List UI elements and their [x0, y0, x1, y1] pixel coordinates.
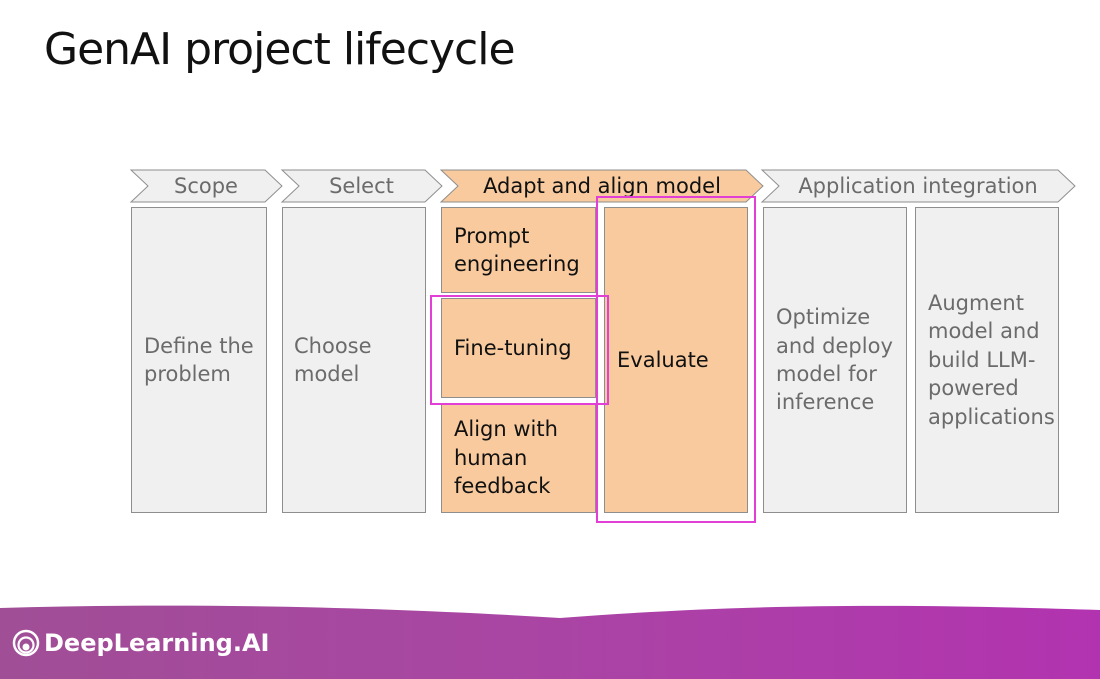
align-human-feedback-text: Align with human feedback	[454, 417, 558, 499]
stage-integration-label: Application integration	[798, 174, 1038, 198]
box-optimize-deploy: Optimize and deploy model for inference	[763, 207, 907, 513]
evaluate-text: Evaluate	[617, 347, 709, 372]
box-prompt-engineering: Prompt engineering	[441, 207, 596, 293]
slide-title: GenAI project lifecycle	[44, 24, 516, 75]
prompt-engineering-text: Prompt engineering	[454, 223, 580, 276]
define-problem-text: Define the problem	[144, 333, 254, 386]
optimize-deploy-text: Optimize and deploy model for inference	[776, 305, 893, 415]
box-fine-tuning: Fine-tuning	[441, 298, 596, 398]
box-augment-model: Augment model and build LLM-powered appl…	[915, 207, 1059, 513]
box-align-human-feedback: Align with human feedback	[441, 403, 596, 513]
box-evaluate: Evaluate	[604, 207, 748, 513]
fine-tuning-text: Fine-tuning	[454, 335, 572, 360]
logo-text: DeepLearning.AI	[44, 629, 270, 657]
deeplearning-logo-icon	[12, 629, 40, 657]
box-define-problem: Define the problem	[131, 207, 267, 513]
footer-banner: DeepLearning.AI	[0, 604, 1100, 679]
augment-model-text: Augment model and build LLM-powered appl…	[928, 291, 1055, 429]
stage-select-label: Select	[329, 174, 394, 198]
stage-adapt-label: Adapt and align model	[483, 174, 721, 198]
box-choose-model: Choose model	[282, 207, 426, 513]
stage-scope-label: Scope	[174, 174, 238, 198]
footer-wave	[0, 604, 1100, 618]
choose-model-text: Choose model	[294, 333, 372, 386]
deeplearning-logo: DeepLearning.AI	[12, 629, 269, 657]
